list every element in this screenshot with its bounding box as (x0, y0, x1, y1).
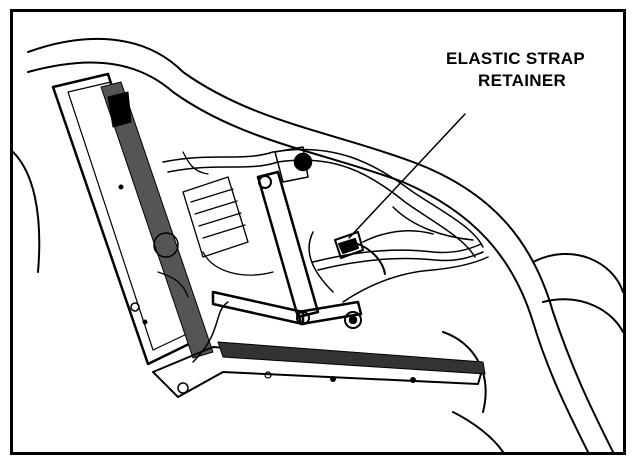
elastic-strap-retainer (334, 231, 386, 275)
callout-label-line1: ELASTIC STRAP (444, 49, 587, 69)
body-outline (13, 37, 623, 452)
callout-label-line2: RETAINER (476, 71, 569, 91)
left-mechanism-detail (153, 151, 274, 298)
seat-back-panel (51, 72, 214, 366)
callout-leader-line (348, 113, 466, 239)
cable-bundle (162, 148, 489, 303)
linkage-arms (211, 146, 363, 329)
tonneau-mechanism-illustration (13, 37, 623, 452)
